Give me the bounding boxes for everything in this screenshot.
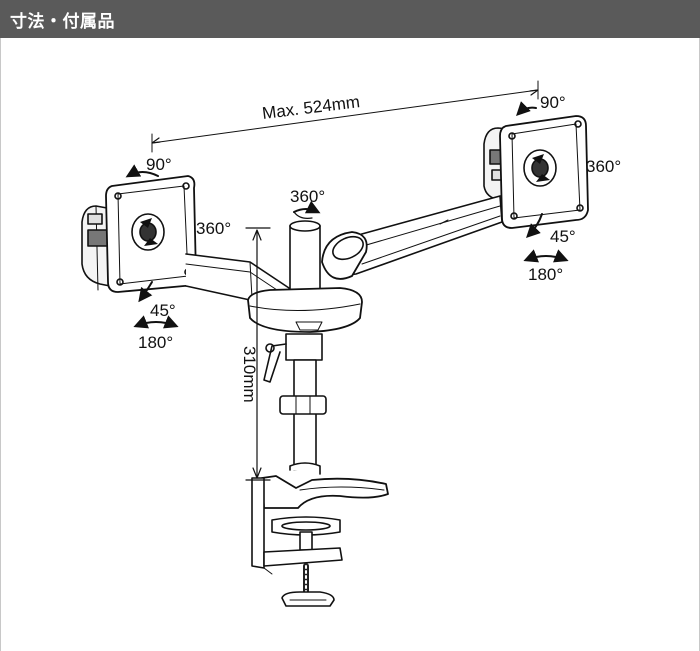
- width-label: Max. 524mm: [261, 92, 361, 123]
- left-rotate-label: 360°: [196, 219, 231, 238]
- width-dimension-line: [151, 80, 539, 153]
- desk-clamp-base: [251, 475, 389, 607]
- left-tilt-up-label: 90°: [146, 155, 172, 174]
- main-pole: [263, 333, 327, 475]
- right-tilt-up-label: 90°: [540, 93, 566, 112]
- section-title: 寸法・付属品: [10, 11, 115, 32]
- left-tilt-down-label: 45°: [150, 301, 176, 320]
- left-tilt-down-arrow: [138, 281, 153, 303]
- pole-rotate-label: 360°: [290, 187, 325, 206]
- right-tilt-down-label: 45°: [550, 227, 576, 246]
- left-swivel-label: 180°: [138, 333, 173, 352]
- left-swivel-arrow: [133, 315, 179, 329]
- right-tilt-down-arrow: [526, 213, 543, 238]
- pole-rotate-arrow: [293, 200, 321, 219]
- height-label: 310mm: [240, 346, 259, 403]
- left-tilt-up-arrow: [125, 164, 159, 178]
- right-tilt-up-arrow: [516, 101, 537, 116]
- left-vesa-plate: [81, 175, 197, 293]
- right-swivel-arrow: [523, 249, 569, 263]
- right-arm: [321, 195, 503, 280]
- right-swivel-label: 180°: [528, 265, 563, 284]
- right-vesa-plate: [483, 115, 589, 229]
- section-header: 寸法・付属品: [0, 0, 700, 38]
- monitor-arm-diagram: Max. 524mm 90° 360° 45° 180° 360° 90° 36…: [81, 80, 621, 607]
- right-rotate-label: 360°: [586, 157, 621, 176]
- height-dimension-line: [245, 227, 271, 481]
- panel-border-left: [0, 38, 1, 651]
- upper-pole-hub: [247, 220, 363, 333]
